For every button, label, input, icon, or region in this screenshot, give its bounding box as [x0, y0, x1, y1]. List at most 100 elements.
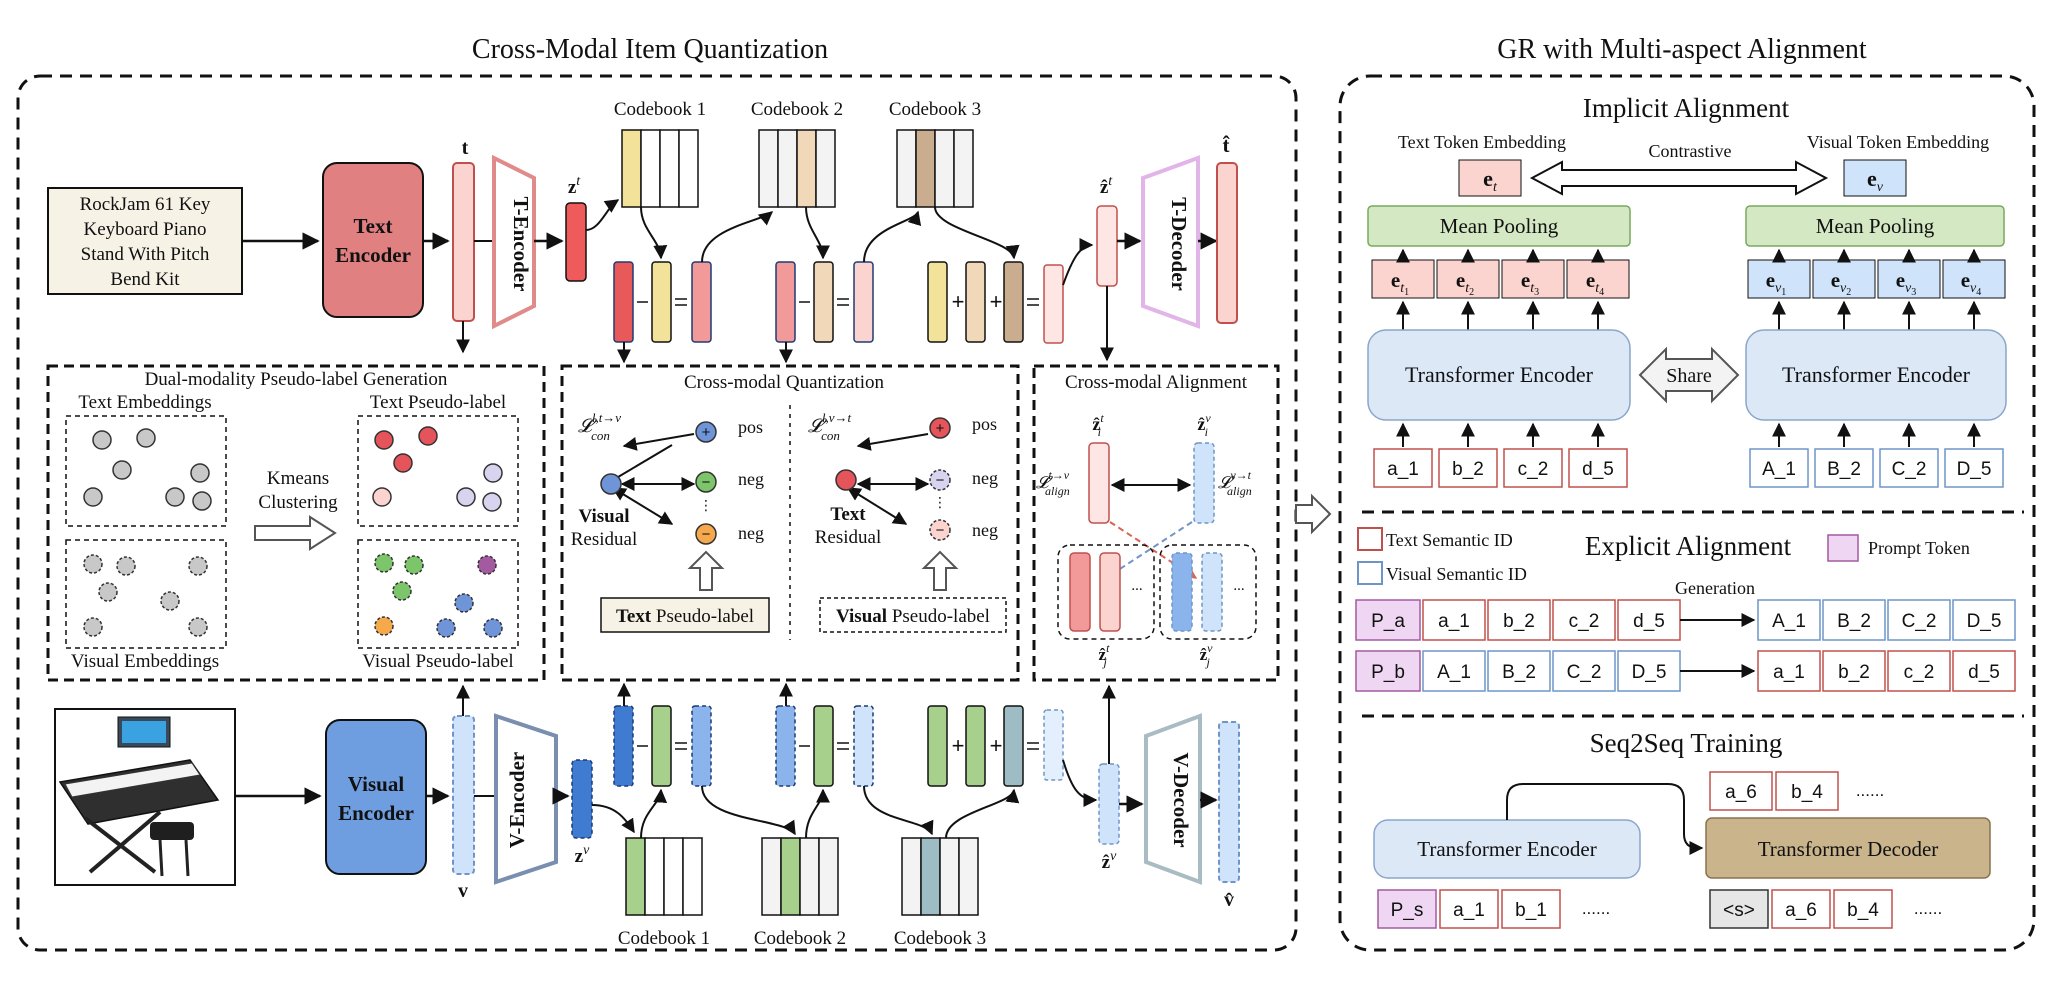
dec-output-1-box	[1709, 771, 1773, 811]
dec-input-1-box	[1709, 889, 1769, 929]
text-encoder-label-2: Encoder	[335, 243, 411, 267]
zj-v-vec-1	[1171, 552, 1193, 632]
right-residual-label-1: Text	[830, 504, 866, 525]
item-text-box: RockJam 61 Key Keyboard Piano Stand With…	[47, 187, 243, 295]
row2-out-4: d_5	[1968, 662, 2000, 683]
right-neg-label-1: neg	[972, 468, 998, 488]
vec-v-label: v	[458, 880, 468, 902]
pseudo-gen-title: Dual-modality Pseudo-label Generation	[145, 369, 448, 390]
enc-input-ellipsis: ......	[1582, 899, 1610, 918]
zj-v-dots: ...	[1233, 578, 1244, 594]
cm-align-title: Cross-modal Alignment	[1065, 372, 1248, 393]
bottom-residual-stage-1	[613, 705, 712, 787]
left-neg-point-1	[695, 471, 717, 493]
explicit-title: Explicit Alignment	[1585, 531, 1792, 561]
row2-out-2: b_2	[1838, 662, 1870, 683]
vec-v	[452, 715, 475, 875]
visual-pl-box	[357, 539, 519, 649]
item-text-line-2: Keyboard Piano	[84, 219, 207, 240]
kmeans-arrow	[254, 515, 337, 551]
zj-t-group	[1057, 544, 1155, 640]
dec-output-2-box	[1775, 771, 1839, 811]
enc-input-3-box	[1501, 889, 1561, 929]
svg-text:+: +	[952, 289, 965, 314]
legend-text-id-label: Text Semantic ID	[1386, 530, 1513, 550]
row1-in-3: c_2	[1569, 611, 1600, 632]
pseudo-label-generation-panel: Dual-modality Pseudo-label Generation Te…	[46, 364, 546, 682]
implicit-visual-ids: A_1 B_2 C_2 D_5	[1749, 448, 2004, 488]
codebook-bottom-3: Codebook 3	[894, 837, 986, 949]
transformer-encoder-text-label: Transformer Encoder	[1405, 362, 1594, 387]
svg-text:⋮: ⋮	[933, 494, 947, 510]
bottom-residual-stage-2	[775, 705, 874, 787]
svg-text:−: −	[702, 526, 711, 543]
dec-output-ellipsis: ......	[1856, 781, 1884, 800]
legend-prompt-label: Prompt Token	[1868, 538, 1970, 558]
text-pl-points	[372, 426, 503, 512]
codebook-bottom-2: Codebook 2	[754, 837, 846, 949]
anchor-left-to-pos	[622, 433, 695, 451]
token-to-pool-arrows	[1396, 248, 1981, 330]
seq2seq-title: Seq2Seq Training	[1590, 728, 1783, 758]
zj-t-vec-1	[1069, 552, 1091, 632]
svg-text:−: −	[936, 472, 945, 489]
codebook-top-3: Codebook 3	[889, 99, 981, 208]
zj-t-dots: ...	[1131, 578, 1142, 594]
right-panel-frame	[1338, 74, 2036, 952]
codebook-bottom-3-label: Codebook 3	[894, 928, 986, 949]
dec-output-2: b_4	[1791, 782, 1823, 803]
visual-encoder: Visual Encoder	[325, 719, 427, 875]
enc-input-1-box	[1377, 889, 1437, 929]
zi-v-vec	[1193, 442, 1215, 524]
row2-in-3: C_2	[1567, 662, 1602, 683]
visual-emb-label: Visual Embeddings	[71, 651, 219, 672]
id-to-encoder-arrows	[1396, 422, 1981, 447]
right-neg-label-2: neg	[972, 520, 998, 540]
implicit-title: Implicit Alignment	[1583, 93, 1790, 123]
visual-encoder-label-1: Visual	[348, 772, 405, 796]
vec-that	[1216, 162, 1238, 324]
visual-emb-box	[65, 539, 227, 649]
right-pos-label: pos	[972, 414, 997, 434]
row2-out-1: a_1	[1773, 662, 1805, 683]
codebook-bottom-1-label: Codebook 1	[618, 928, 710, 949]
left-panel-title: Cross-Modal Item Quantization	[472, 34, 828, 65]
dec-input-3: b_4	[1847, 900, 1879, 921]
vec-vhat	[1218, 721, 1240, 883]
arrow-res-to-cb2	[701, 211, 774, 263]
v-encoder-label: V-Encoder	[505, 752, 529, 848]
dec-input-2: a_6	[1785, 900, 1817, 921]
arrow-sum-to-zhat	[1062, 238, 1094, 286]
left-neg-label-1: neg	[738, 469, 764, 489]
top-sum: + +	[927, 261, 1064, 344]
svg-text:⋮: ⋮	[699, 497, 713, 513]
vec-zhat-v-label: ẑv	[1102, 849, 1117, 873]
mean-pooling-text-label: Mean Pooling	[1440, 214, 1559, 238]
enc-input-3: b_1	[1515, 900, 1547, 921]
t-encoder: T-Encoder	[492, 154, 536, 330]
vec-that-label: t̂	[1222, 133, 1230, 157]
right-panel-title: GR with Multi-aspect Alignment	[1497, 34, 1867, 65]
enc-input-2: a_1	[1453, 900, 1485, 921]
seq2seq-decoder-label: Transformer Decoder	[1758, 837, 1939, 861]
cm-quant-title: Cross-modal Quantization	[684, 372, 884, 393]
visual-token-emb-label: Visual Token Embedding	[1807, 132, 1989, 152]
codebook-top-1: Codebook 1	[614, 99, 706, 208]
row2-prompt: P_b	[1371, 662, 1405, 683]
legend-visual-id-label: Visual Semantic ID	[1386, 564, 1527, 584]
arrow-zt-to-codebook1	[585, 199, 620, 231]
implicit-text-id-4: d_5	[1582, 459, 1614, 480]
dec-input-1: <s>	[1723, 900, 1755, 921]
visual-pl-label: Visual Pseudo-label	[362, 651, 513, 672]
right-anchor-text	[835, 469, 857, 491]
explicit-row-1: P_a a_1 b_2 c_2 d_5 A_1 B_2 C_2 D_5	[1355, 599, 2016, 641]
codebook-top-1-label: Codebook 1	[614, 99, 706, 120]
e-t-label: et	[1483, 166, 1498, 195]
